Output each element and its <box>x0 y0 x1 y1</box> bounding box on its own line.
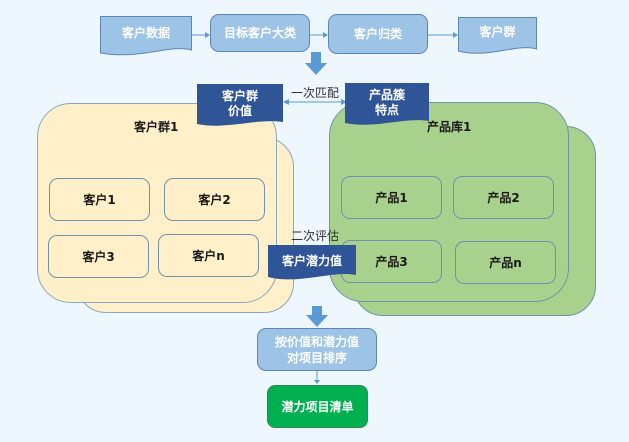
sort-step-process: 按价值和潜力值 对项目排序 <box>257 328 377 371</box>
first-match-label: 一次匹配 <box>291 86 340 100</box>
customer-data-document: 客户数据 <box>100 16 192 56</box>
down-arrow-2 <box>306 306 328 327</box>
product-item: 产品3 <box>341 240 442 283</box>
arrow-right-3 <box>428 32 458 38</box>
second-eval-label: 二次评估 <box>291 229 340 243</box>
customer-item: 客户2 <box>164 178 265 221</box>
product-features-label: 产品簇 特点 <box>368 88 405 117</box>
group-value-label: 客户群 价值 <box>221 89 258 118</box>
group-value-tag: 客户群 价值 <box>197 84 283 128</box>
customer-item: 客户3 <box>48 235 149 278</box>
sort-step-label: 按价值和潜力值 对项目排序 <box>274 334 359 365</box>
customer-classification-label: 客户归类 <box>353 27 402 41</box>
result-label: 潜力项目清单 <box>281 400 354 414</box>
potential-value-tag: 客户潜力值 <box>268 245 356 281</box>
tag-shape <box>345 83 429 125</box>
target-category-label: 目标客户大类 <box>223 26 296 40</box>
product-item: 产品1 <box>341 176 442 219</box>
arrow-down-thin <box>314 371 320 384</box>
arrow-right-1 <box>192 32 210 38</box>
bidirectional-arrow <box>283 99 347 105</box>
product-features-tag: 产品簇 特点 <box>345 83 429 127</box>
document-shape <box>100 16 192 56</box>
product-library-title: 产品库1 <box>427 120 472 134</box>
potential-projects-result: 潜力项目清单 <box>267 385 368 428</box>
customer-classification-process: 客户归类 <box>328 14 428 54</box>
customer-data-label: 客户数据 <box>121 25 170 40</box>
potential-value-label: 客户潜力值 <box>281 253 342 268</box>
customer-item: 客户n <box>158 234 259 277</box>
document-shape <box>458 17 537 54</box>
customer-group-card <box>37 103 277 303</box>
product-library-card <box>329 102 569 302</box>
tag-shape <box>268 245 356 280</box>
arrow-right-2 <box>310 32 328 38</box>
customer-group-document: 客户群 <box>458 17 537 55</box>
customer-group-label: 客户群 <box>479 24 516 39</box>
product-item: 产品2 <box>453 176 554 219</box>
target-category-process: 目标客户大类 <box>210 14 310 52</box>
tag-shape <box>197 84 283 126</box>
customer-group-title: 客户群1 <box>134 120 179 134</box>
down-arrow-1 <box>305 52 327 75</box>
product-item: 产品n <box>455 241 556 284</box>
customer-item: 客户1 <box>49 178 150 221</box>
